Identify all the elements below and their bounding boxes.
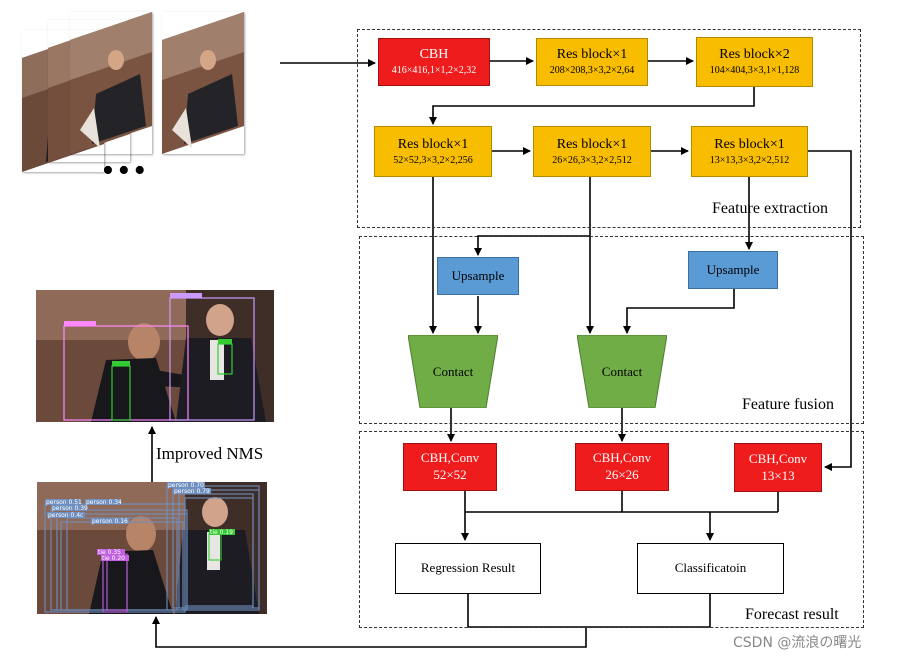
raw-label-1: person 0.51 [46,499,82,506]
cbh-conv-26: CBH,Conv 26×26 [575,443,669,491]
cbh-conv-26-title: CBH,Conv [592,450,652,466]
feature-fusion-group [359,236,864,424]
cbh-input-block: CBH 416×416,1×1,2×2,32 [378,38,490,86]
raw-label-4: person 0.70 [168,482,204,489]
res-block-4: Res block×1 26×26,3×3,2×2,512 [533,126,651,177]
contact-block-2-shape [577,335,667,408]
cbh-conv-52: CBH,Conv 52×52 [403,443,497,491]
raw-label-7: person 0.4c [48,512,83,519]
classification-block: Classificatoin [637,543,784,594]
raw-label-5: person 0.79 [174,488,210,495]
raw-label-9: tie 0.20 [102,555,125,562]
input-frame-3 [70,12,152,154]
arrow-res2-to-res3 [429,87,755,125]
res-block-1-params: 208×208,3×3,2×2,64 [549,65,635,77]
final-detection-image [36,290,274,422]
raw-label-6: person 0.16 [92,518,128,525]
res-block-5-title: Res block×1 [714,136,785,152]
forecast-result-group [359,431,864,628]
watermark: CSDN @流浪の曙光 [733,635,862,651]
res-block-5-params: 13×13,3×3,2×2,512 [709,154,790,166]
contact-block-2-label: Contact [601,364,643,379]
contact-block-1-shape [408,335,498,408]
arrow-results-to-raw-detections [152,616,587,648]
res-block-3-params: 52×52,3×3,2×2,256 [393,154,473,166]
res-block-2: Res block×2 104×404,3×3,1×1,128 [696,37,813,87]
res-block-4-title: Res block×1 [556,136,628,152]
res-block-1: Res block×1 208×208,3×3,2×2,64 [536,38,648,86]
upsample-block-2: Upsample [688,251,778,289]
cbh-input-params: 416×416,1×1,2×2,32 [391,65,477,77]
raw-label-3: person 0.39 [52,505,88,512]
improved-nms-label: Improved NMS [156,444,264,463]
raw-label-2: person 0.34 [86,499,122,506]
feature-extraction-group [357,29,861,228]
feature-fusion-label: Feature fusion [742,396,834,413]
res-block-2-title: Res block×2 [719,47,790,63]
cbh-conv-26-size: 26×26 [605,467,639,482]
raw-label-8: tie 0.35 [98,549,121,556]
res-block-4-params: 26×26,3×3,2×2,512 [552,154,632,166]
cbh-conv-13-title: CBH,Conv [748,450,808,466]
raw-detection-image: person 0.51 person 0.34 person 0.39 pers… [37,482,267,614]
forecast-result-label: Forecast result [745,606,839,623]
cbh-conv-13-size: 13×13 [761,467,795,483]
feature-extraction-label: Feature extraction [712,200,828,217]
raw-label-10: tie 0.19 [210,529,233,536]
contact-block-1-label: Contact [432,364,474,379]
input-frame-last [162,12,244,154]
cbh-conv-13: CBH,Conv 13×13 [734,443,822,492]
ellipsis-dots: ••• [102,152,150,189]
res-block-5: Res block×1 13×13,3×3,2×2,512 [691,126,808,177]
arrow-upsample2-to-contact2 [623,289,735,334]
cbh-conv-52-title: CBH,Conv [420,450,480,466]
cbh-input-title: CBH [419,47,449,63]
res-block-3: Res block×1 52×52,3×3,2×2,256 [374,126,492,177]
upsample-block-1: Upsample [437,257,519,295]
regression-result-block: Regression Result [395,543,541,594]
arrow-res5-to-cbh3 [808,150,852,471]
res-block-1-title: Res block×1 [556,47,628,63]
cbh-conv-52-size: 52×52 [433,467,467,482]
res-block-2-params: 104×404,3×3,1×1,128 [709,65,800,77]
det-box-person-2 [169,297,255,421]
res-block-3-title: Res block×1 [397,136,469,152]
